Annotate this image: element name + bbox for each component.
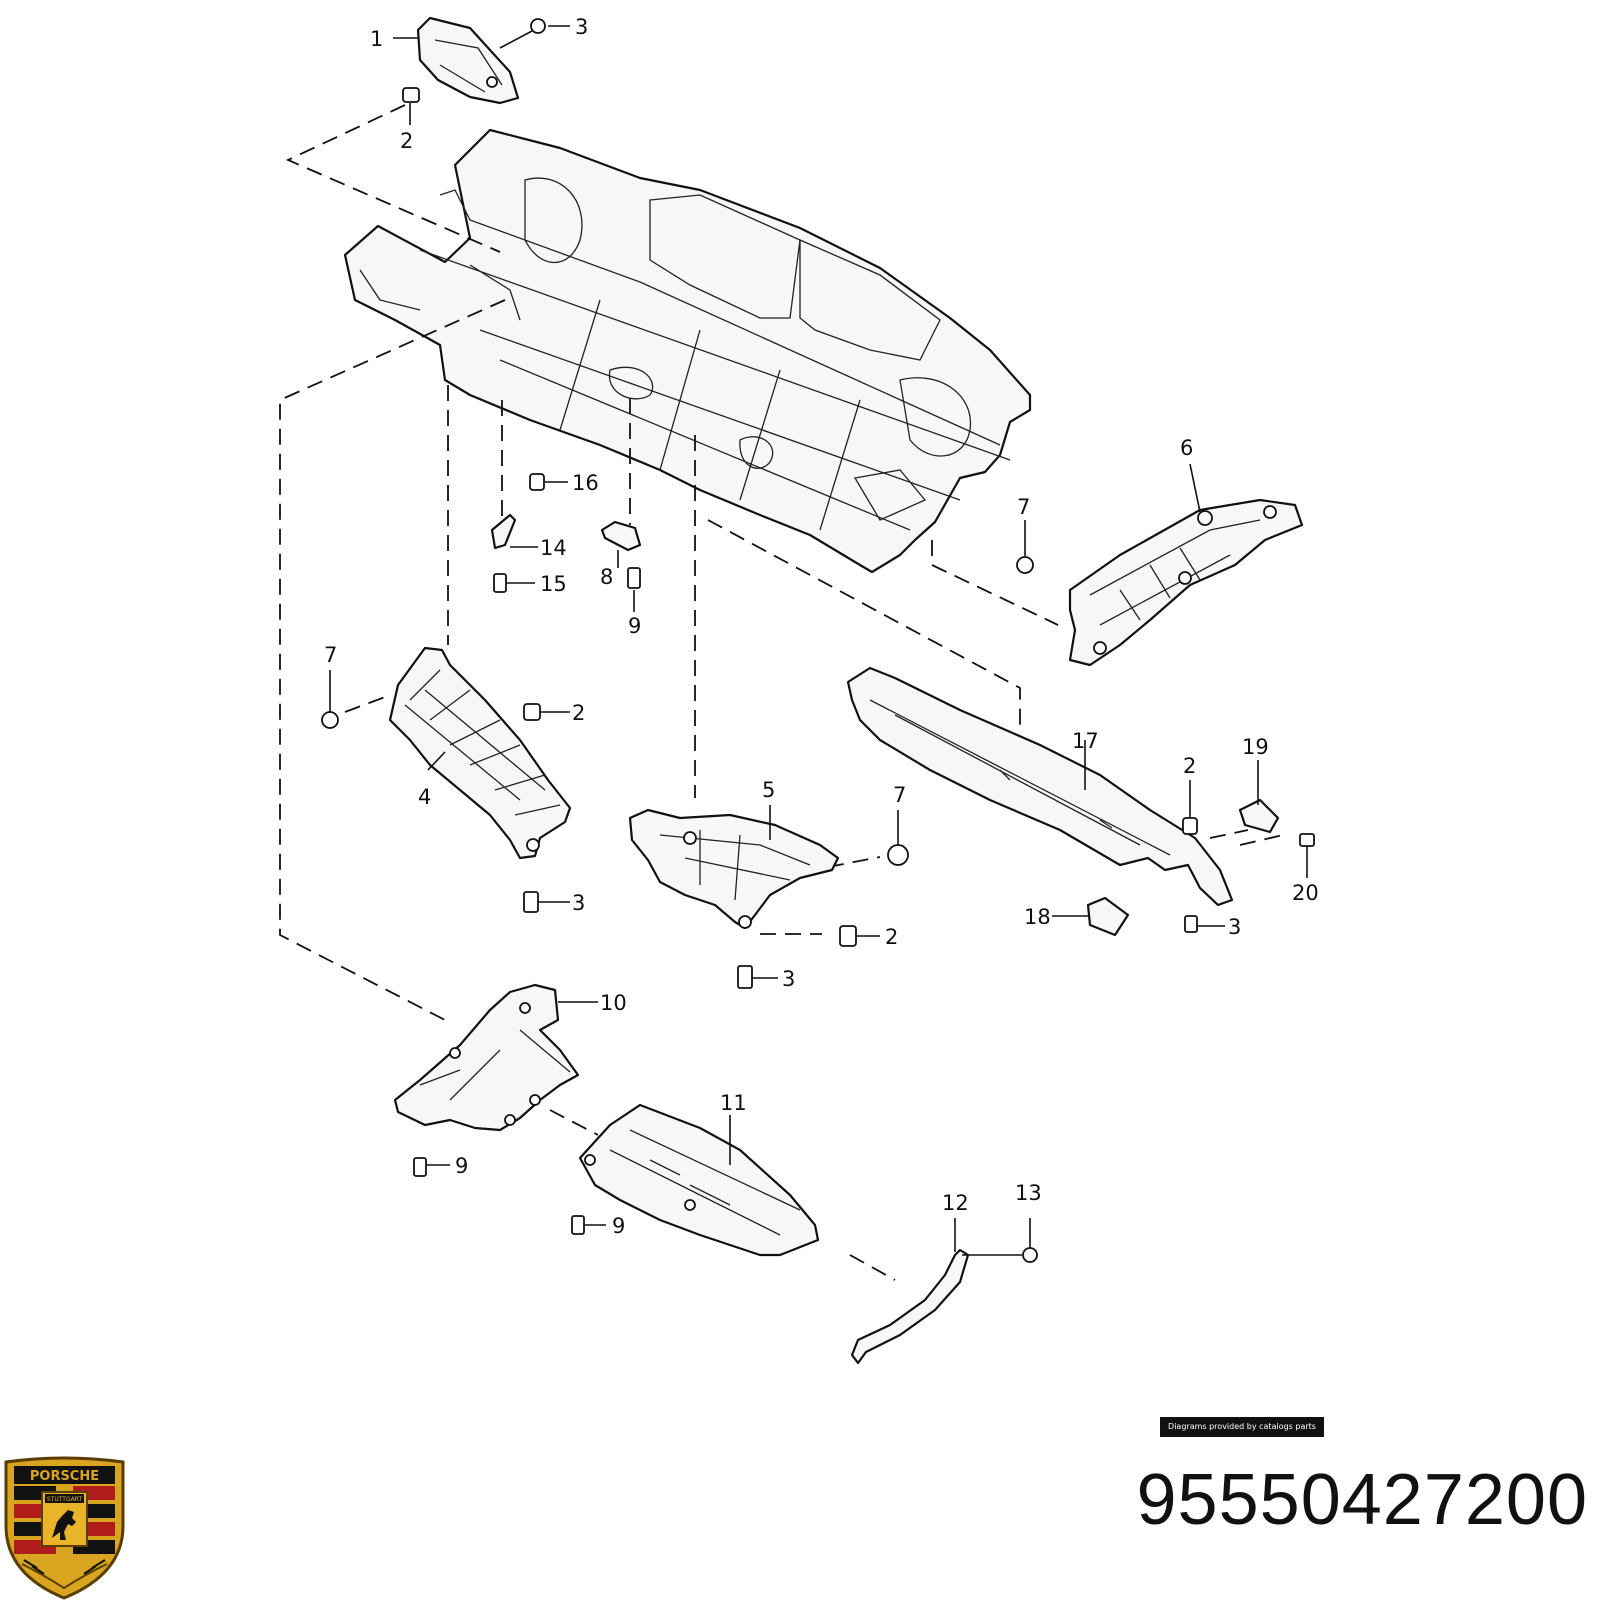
bolt-20 [1299, 833, 1315, 847]
bolt-9b [413, 1157, 427, 1177]
nut-7c [887, 844, 909, 866]
callout-2: 2 [400, 129, 413, 153]
bolt-15 [493, 573, 507, 593]
callout-3: 3 [782, 967, 795, 991]
part-6-heat-shield [1068, 498, 1304, 667]
part-19-clip [1238, 798, 1280, 834]
callout-1: 1 [370, 27, 383, 51]
bolt-3d [1184, 915, 1198, 933]
crest-city-text: STUTTGART [47, 1496, 83, 1503]
clip-2b [523, 703, 541, 721]
callout-15: 15 [540, 572, 567, 596]
diagram-credit-label: Diagrams provided by catalogs parts [1160, 1417, 1324, 1437]
callout-12: 12 [942, 1191, 969, 1215]
bolt-3-top [499, 18, 546, 49]
part-18-cover [1086, 896, 1130, 937]
part-10-under-panel [393, 983, 580, 1132]
callout-2: 2 [885, 925, 898, 949]
part-12-support-bar [850, 1248, 970, 1365]
nut-7b [321, 711, 339, 729]
clip-2d [1182, 817, 1198, 835]
callout-9: 9 [455, 1154, 468, 1178]
bolt-3c [737, 965, 753, 989]
part-8-clip [600, 520, 642, 552]
porsche-crest-icon: PORSCHE STUTTGART [4, 1456, 125, 1600]
callout-9: 9 [612, 1214, 625, 1238]
callout-3: 3 [1228, 915, 1241, 939]
callout-7: 7 [893, 783, 906, 807]
clip-2c [839, 925, 857, 947]
part-5-shield [628, 808, 840, 930]
callout-7: 7 [1017, 495, 1030, 519]
callout-13: 13 [1015, 1181, 1042, 1205]
callout-4: 4 [418, 785, 431, 809]
clip-16 [529, 473, 545, 491]
callout-18: 18 [1024, 905, 1051, 929]
callout-2: 2 [572, 701, 585, 725]
callout-5: 5 [762, 778, 775, 802]
bolt-9a [627, 567, 641, 589]
callout-10: 10 [600, 991, 627, 1015]
callout-6: 6 [1180, 436, 1193, 460]
car-body-shell [343, 128, 1032, 574]
callout-14: 14 [540, 536, 567, 560]
leader-lines [329, 25, 1308, 1256]
callout-11: 11 [720, 1091, 747, 1115]
part-11-under-panel [578, 1103, 820, 1257]
callout-2: 2 [1183, 754, 1196, 778]
callout-3: 3 [575, 15, 588, 39]
callouts: 1 2 3 6 7 16 14 15 8 9 7 2 4 3 5 7 2 3 1… [324, 15, 1319, 1238]
crest-brand-text: PORSCHE [30, 1469, 99, 1484]
nut-13 [1022, 1247, 1038, 1263]
callout-3: 3 [572, 891, 585, 915]
callout-17: 17 [1072, 729, 1099, 753]
callout-16: 16 [572, 471, 599, 495]
nut-7a [1016, 556, 1034, 574]
part-17-long-panel [846, 666, 1234, 907]
part-14-clip [490, 513, 517, 550]
callout-20: 20 [1292, 881, 1319, 905]
part-number: 95550427200 [1136, 1460, 1588, 1540]
bolt-3b [523, 891, 539, 913]
callout-19: 19 [1242, 735, 1269, 759]
assembly-lines [279, 104, 1284, 1281]
small-clips [490, 513, 1280, 937]
callout-7: 7 [324, 643, 337, 667]
part-1-bracket [416, 16, 520, 105]
callout-9: 9 [628, 614, 641, 638]
callout-8: 8 [600, 565, 613, 589]
bolt-9c [571, 1215, 585, 1235]
clip-2-top [402, 87, 420, 103]
part-4-shield [388, 646, 572, 860]
